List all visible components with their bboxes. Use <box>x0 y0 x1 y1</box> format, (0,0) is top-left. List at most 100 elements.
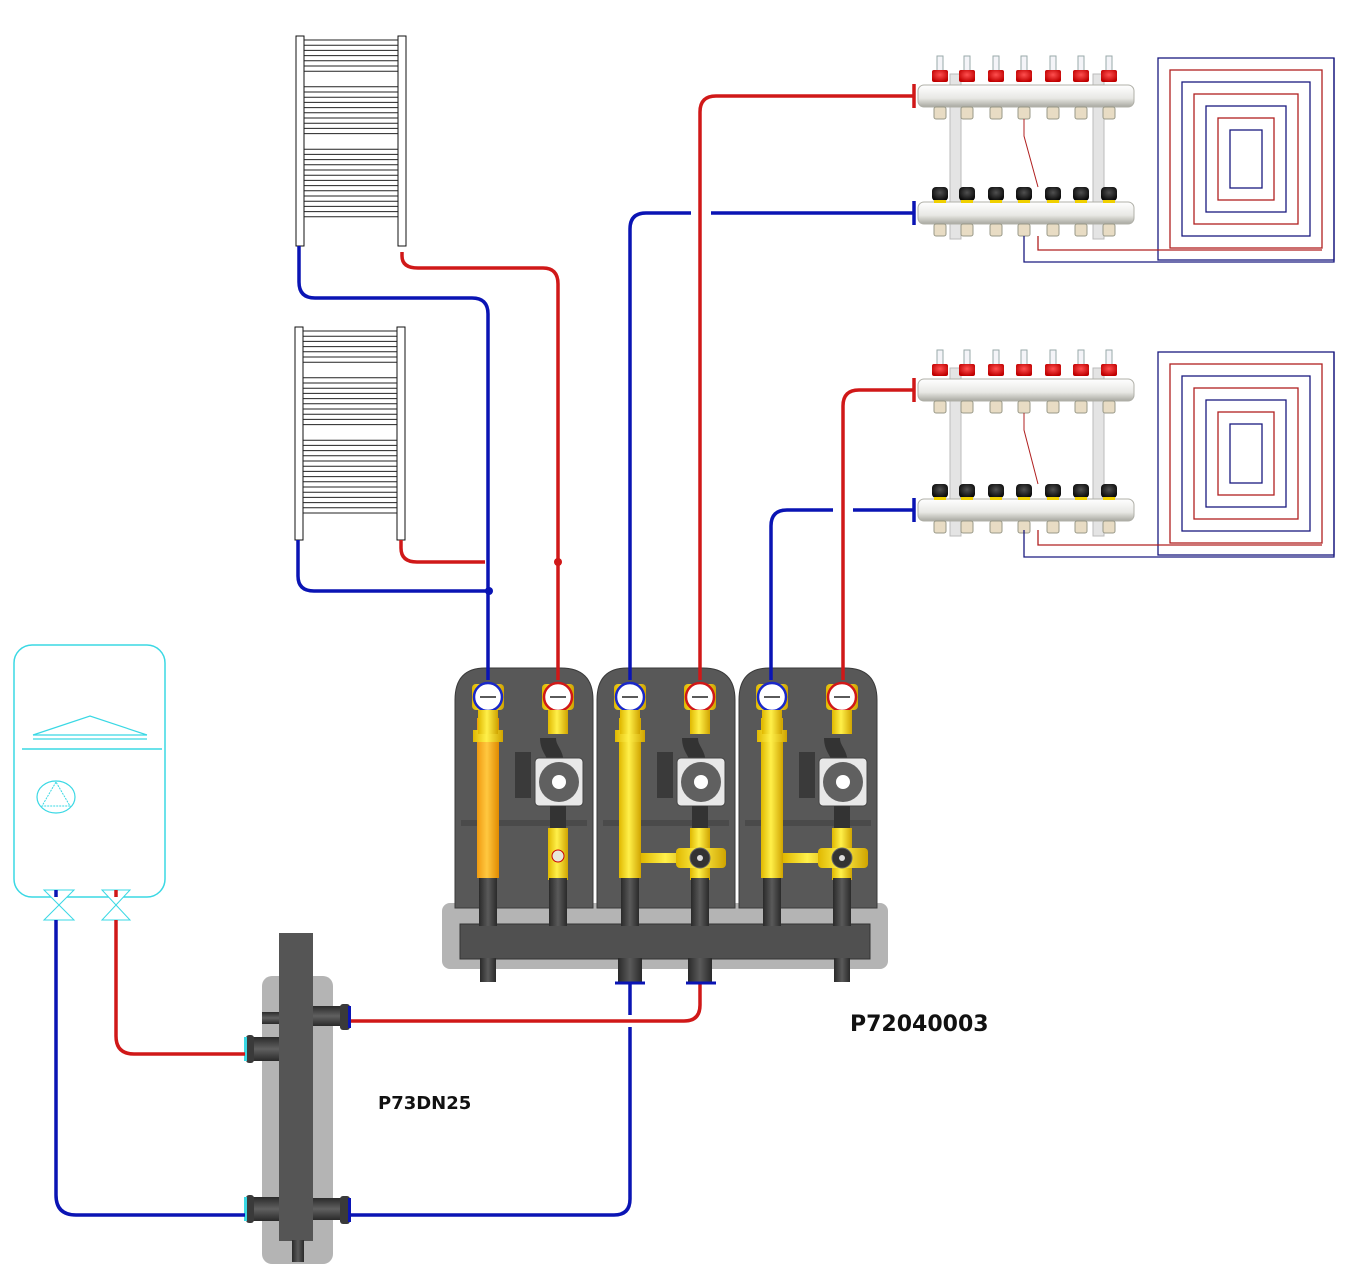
flow-meter-icon <box>1020 55 1028 73</box>
red-cap-icon <box>988 364 1004 376</box>
black-actuator-icon <box>988 484 1004 498</box>
outlet-fitting <box>1046 400 1060 414</box>
red-cap-icon <box>1045 364 1061 376</box>
return-riser <box>761 718 783 878</box>
black-actuator-icon <box>1101 187 1117 201</box>
black-actuator-icon <box>1045 484 1061 498</box>
outlet-fitting <box>933 223 947 237</box>
flow-meter-icon <box>1105 349 1113 367</box>
outlet-fitting <box>1102 106 1116 120</box>
boiler-burner-icon <box>32 715 148 740</box>
red-cap-icon <box>1101 70 1117 82</box>
hydraulic-separator <box>244 933 351 1264</box>
underfloor-manifold-2 <box>917 349 1135 537</box>
flow-meter-icon <box>992 349 1000 367</box>
pump-module <box>442 667 888 982</box>
mounting-bracket <box>949 367 962 537</box>
underfloor-loop-2 <box>1023 351 1335 558</box>
red-cap-icon <box>1073 70 1089 82</box>
red-cap-icon <box>1016 364 1032 376</box>
outlet-fitting <box>1017 223 1031 237</box>
module-to-separator-return-pipe <box>351 983 632 1217</box>
pump-circuit-2 <box>596 667 736 926</box>
red-cap-icon <box>1045 70 1061 82</box>
flow-meter-icon <box>1049 349 1057 367</box>
red-cap-icon <box>932 364 948 376</box>
pump-circuit-1 <box>454 667 594 926</box>
flow-meter-icon <box>963 349 971 367</box>
outlet-fitting <box>1074 400 1088 414</box>
supply-tee-junction <box>554 558 562 566</box>
underfloor-manifold-1 <box>917 55 1135 240</box>
black-actuator-icon <box>1073 187 1089 201</box>
black-actuator-icon <box>1045 187 1061 201</box>
red-cap-icon <box>959 70 975 82</box>
supply-header <box>917 378 1135 402</box>
pump-module-label: P72040003 <box>850 1012 989 1037</box>
flow-meter-icon <box>936 349 944 367</box>
manifold-1-return-pipe <box>628 211 913 680</box>
black-actuator-icon <box>988 187 1004 201</box>
outlet-fitting <box>989 400 1003 414</box>
boiler-return-valve-icon <box>42 889 76 921</box>
outlet-fitting <box>989 106 1003 120</box>
red-cap-icon <box>1016 70 1032 82</box>
outlet-fitting <box>1102 400 1116 414</box>
outlet-fitting <box>989 223 1003 237</box>
outlet-fitting <box>1046 106 1060 120</box>
flow-meter-icon <box>1020 349 1028 367</box>
outlet-fitting <box>1046 520 1060 534</box>
flow-meter-icon <box>963 55 971 73</box>
supply-header <box>917 84 1135 108</box>
outlet-fitting <box>1074 520 1088 534</box>
flow-meter-icon <box>1077 349 1085 367</box>
flow-meter-icon <box>1049 55 1057 73</box>
mounting-bracket <box>949 73 962 240</box>
separator-to-module-supply-pipe <box>351 983 702 1023</box>
manifold-2-return-pipe <box>769 508 913 680</box>
boiler <box>13 644 166 898</box>
flow-meter-icon <box>936 55 944 73</box>
boiler-pump-icon <box>36 780 76 814</box>
radiator-1-return-pipe <box>297 246 490 680</box>
black-actuator-icon <box>1016 187 1032 201</box>
manifold-1-supply-pipe <box>698 94 913 680</box>
return-header <box>917 498 1135 522</box>
pump-circuit-3 <box>738 667 878 926</box>
black-actuator-icon <box>959 484 975 498</box>
outlet-fitting <box>933 106 947 120</box>
return-riser <box>477 718 499 878</box>
ball-valve-icon <box>551 849 565 863</box>
radiator-1-supply-pipe <box>400 252 560 680</box>
black-actuator-icon <box>1073 484 1089 498</box>
outlet-fitting <box>960 400 974 414</box>
radiator-1 <box>295 35 407 247</box>
red-cap-icon <box>988 70 1004 82</box>
underfloor-loop-1 <box>1023 57 1335 263</box>
outlet-fitting <box>933 520 947 534</box>
return-tee-junction <box>485 587 493 595</box>
outlet-fitting <box>960 520 974 534</box>
radiator-2 <box>294 326 406 541</box>
red-cap-icon <box>1073 364 1089 376</box>
red-cap-icon <box>1101 364 1117 376</box>
return-header <box>917 201 1135 225</box>
black-actuator-icon <box>1016 484 1032 498</box>
mounting-bracket <box>1092 73 1105 240</box>
hydraulic-separator-label: P73DN25 <box>378 1093 472 1114</box>
outlet-fitting <box>1102 223 1116 237</box>
red-cap-icon <box>959 364 975 376</box>
radiator-2-supply-pipe <box>399 540 485 564</box>
flow-meter-icon <box>1105 55 1113 73</box>
black-actuator-icon <box>932 187 948 201</box>
outlet-fitting <box>1046 223 1060 237</box>
red-cap-icon <box>932 70 948 82</box>
outlet-fitting <box>1074 106 1088 120</box>
return-riser <box>619 718 641 878</box>
outlet-fitting <box>960 223 974 237</box>
manifold-2-supply-pipe <box>841 388 913 680</box>
black-actuator-icon <box>1101 484 1117 498</box>
outlet-fitting <box>1074 223 1088 237</box>
radiator-2-return-pipe <box>296 540 489 593</box>
